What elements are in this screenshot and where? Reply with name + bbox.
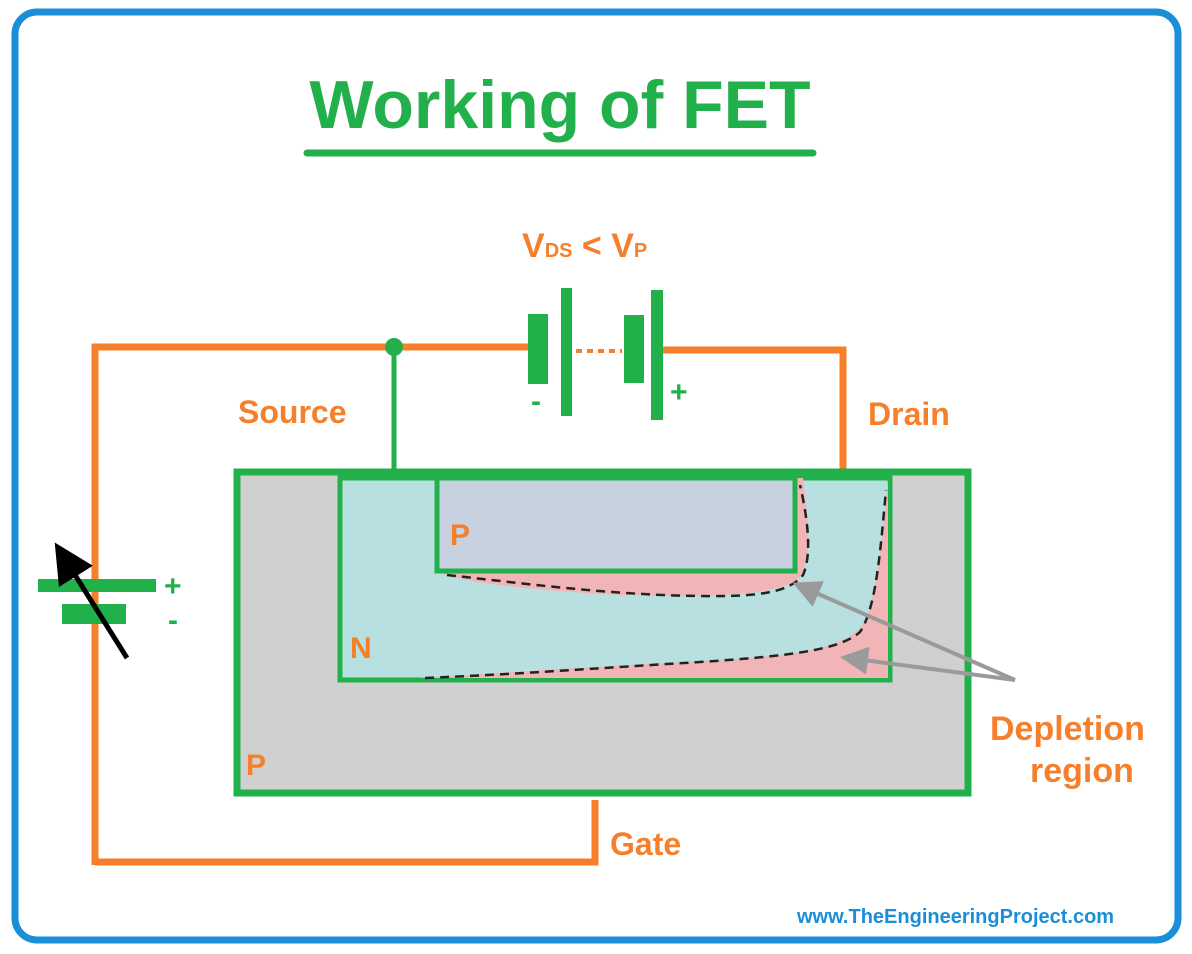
- source-node: [385, 338, 403, 356]
- battery-minus-sign: -: [531, 385, 541, 418]
- depletion-label-line1: Depletion: [990, 710, 1145, 748]
- gate-battery-plus-sign: +: [164, 570, 182, 603]
- p-substrate-label: P: [246, 749, 266, 782]
- n-channel-label: N: [350, 632, 372, 665]
- battery-plus-sign: +: [670, 376, 688, 409]
- website-watermark: www.TheEngineeringProject.com: [796, 906, 1114, 928]
- depletion-label-line2: region: [1030, 752, 1134, 790]
- depletion-boundary-top: [446, 484, 810, 598]
- source-label: Source: [238, 394, 346, 430]
- depletion-pointer-arrow-top: [792, 581, 1016, 682]
- p-gate-region-label: P: [450, 519, 470, 552]
- p-gate-region: [434, 475, 798, 574]
- drain-source-battery: [528, 288, 663, 420]
- gate-label: Gate: [610, 826, 681, 862]
- circuit-wires: [91, 343, 847, 866]
- gate-battery-variable: [38, 542, 156, 660]
- drain-label: Drain: [868, 396, 950, 432]
- depletion-pointer-arrow-bottom: [840, 646, 1016, 682]
- voltage-condition-label: VDS < VP: [522, 227, 647, 265]
- page-title: Working of FET: [309, 67, 810, 143]
- gate-battery-minus-sign: -: [168, 604, 178, 637]
